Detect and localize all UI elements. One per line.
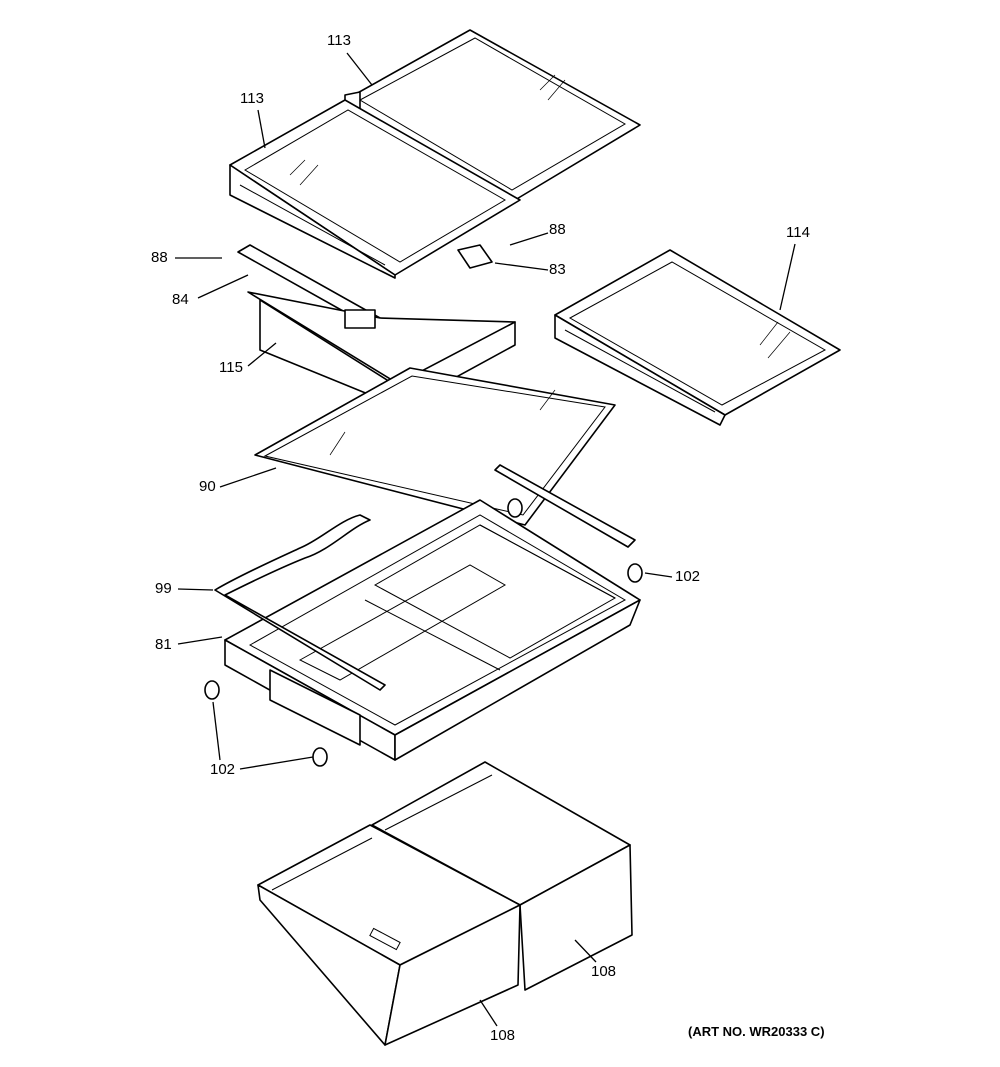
callout-84: 84 — [172, 291, 189, 308]
callout-108-front: 108 — [490, 1027, 516, 1044]
callout-88-right: 88 — [549, 221, 566, 238]
glass-shelf-113-front — [229, 99, 521, 279]
roller-102 — [204, 498, 643, 767]
gasket-99 — [214, 514, 386, 691]
crisper-drawer-108-front — [257, 824, 521, 1046]
callout-113-front: 113 — [240, 90, 264, 107]
callout-102-left: 102 — [210, 761, 236, 778]
callout-114: 114 — [786, 224, 810, 241]
art-number: (ART NO. WR20333 C) — [688, 1024, 825, 1039]
callout-108-rear: 108 — [591, 963, 617, 980]
crisper-drawer-108-rear — [371, 761, 633, 991]
crisper-cover-81 — [224, 499, 641, 761]
callout-90: 90 — [199, 478, 216, 495]
glass-shelf-114 — [554, 249, 841, 426]
glass-panel-90 — [254, 367, 636, 548]
drawer-115 — [247, 291, 516, 406]
callout-88-left: 88 — [151, 249, 168, 266]
callout-83: 83 — [549, 261, 566, 278]
callout-102-right: 102 — [675, 568, 701, 585]
callout-99: 99 — [155, 580, 172, 597]
callout-113-rear: 113 — [327, 32, 351, 49]
leader-lines — [175, 52, 796, 1027]
callout-81: 81 — [155, 636, 172, 653]
bracket-83 — [457, 244, 493, 269]
callout-115: 115 — [219, 359, 243, 376]
